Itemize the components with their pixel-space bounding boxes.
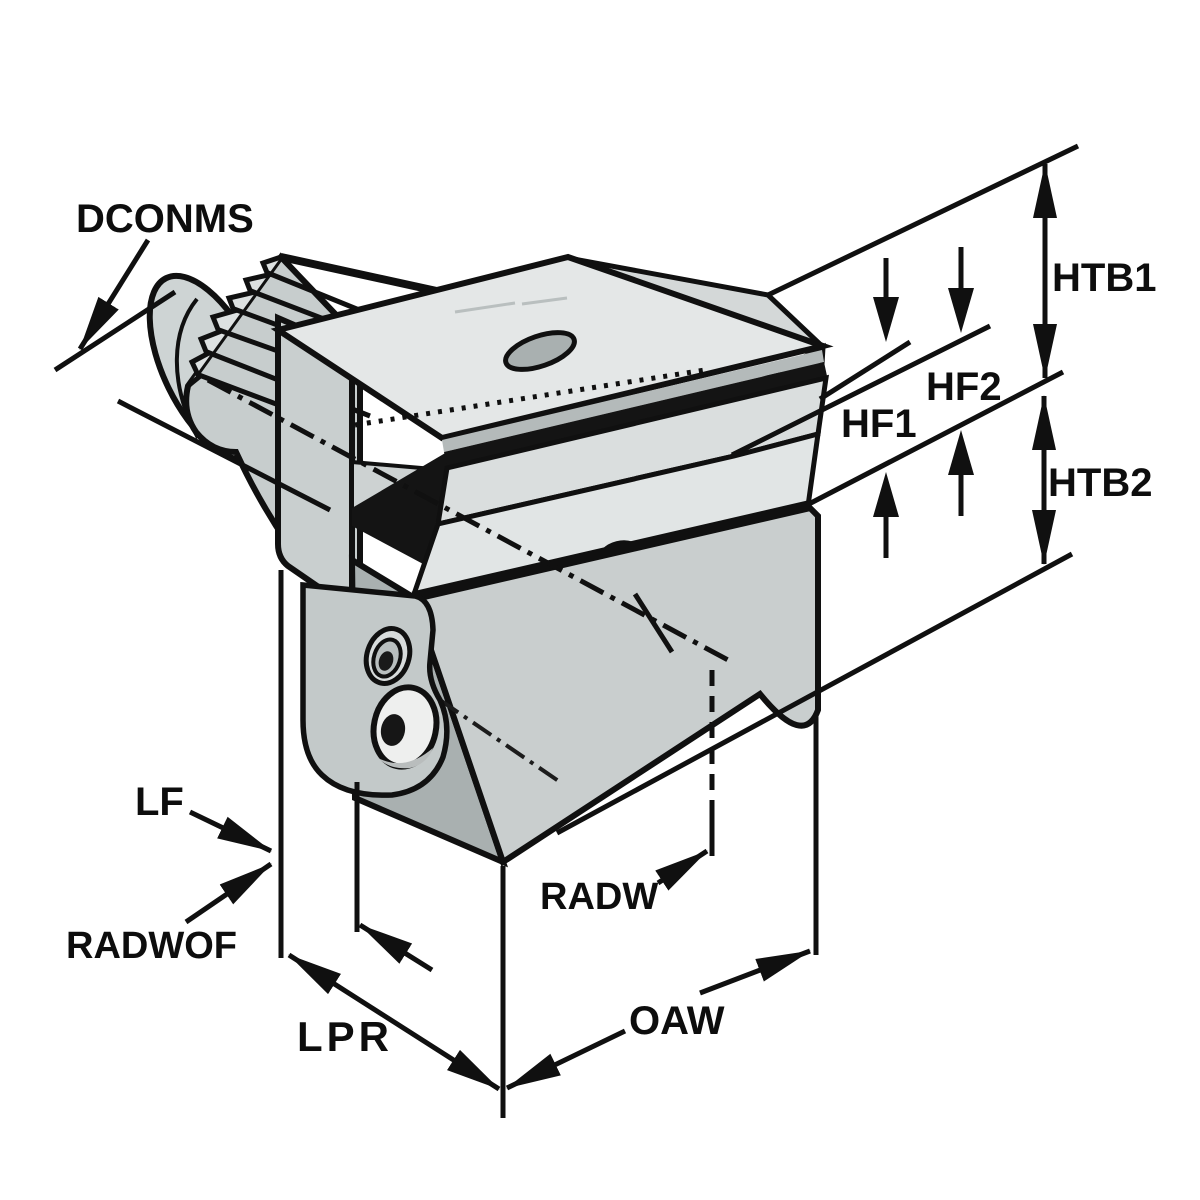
axis-cross-tick <box>632 592 675 654</box>
label-lpr: LPR <box>297 1013 393 1060</box>
serration-top-edge <box>280 253 456 299</box>
dconms-leader <box>77 238 151 351</box>
clamp-screw-hole <box>380 714 406 746</box>
washer-hole <box>378 651 394 671</box>
clamp-block <box>270 253 834 466</box>
shank-axis-centerline <box>206 377 730 663</box>
edge-scratch-line <box>438 698 562 784</box>
clamp-engraving <box>454 296 568 314</box>
seat-slot-gap <box>444 362 827 466</box>
radw-arrow-right <box>655 848 709 891</box>
dimension-annotations <box>77 163 1057 1092</box>
label-htb2: HTB2 <box>1048 461 1152 505</box>
clamp-front-strip <box>442 350 824 452</box>
label-oaw: OAW <box>629 999 725 1043</box>
label-lf: LF <box>135 780 184 824</box>
seat-slot-left-opening <box>352 452 450 565</box>
ref-line-top <box>766 143 1080 298</box>
hf2-arrows <box>948 247 974 516</box>
oaw-arrow-left <box>505 1028 627 1091</box>
clamp-boss <box>300 581 450 798</box>
ref-line-seat-floor <box>805 369 1065 508</box>
ref-line-bottom <box>555 551 1074 836</box>
lower-block-front-right-face <box>409 502 821 867</box>
holder-body <box>206 253 834 868</box>
label-hf1: HF1 <box>841 402 917 446</box>
label-htb1: HTB1 <box>1052 256 1156 300</box>
hf1-arrows <box>873 258 899 558</box>
radw-arrow-left <box>358 922 434 973</box>
boss-keyhole-outline <box>300 581 450 798</box>
ref-line-hf1-plane <box>818 339 912 402</box>
radwof-leader <box>184 861 273 925</box>
clamp-oval-hole <box>503 330 577 372</box>
oaw-arrow-right <box>699 948 811 996</box>
clamp-screw-shading <box>378 748 433 769</box>
dimension-labels: DCONMS HTB1 HF2 HF1 HTB2 LF RADWOF RADW … <box>66 197 1156 1060</box>
lf-leader <box>188 809 273 854</box>
label-radwof: RADWOF <box>66 925 237 967</box>
lpr-dimension-line <box>287 952 501 1092</box>
ref-line-hf2-plane <box>730 323 992 458</box>
reference-lines <box>53 143 1080 1118</box>
dconms-tangent-line <box>116 398 332 513</box>
seat-floor-face <box>409 430 821 601</box>
label-radw: RADW <box>540 876 658 918</box>
lower-block-top-edge <box>411 500 810 603</box>
label-hf2: HF2 <box>926 365 1002 409</box>
label-dconms: DCONMS <box>76 197 254 241</box>
